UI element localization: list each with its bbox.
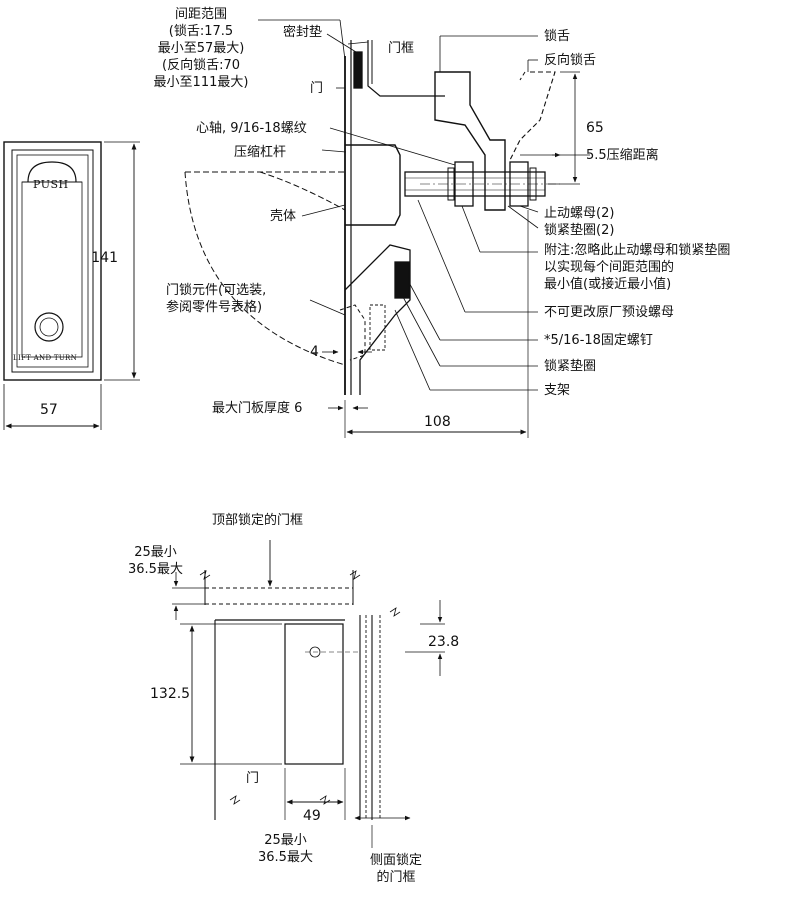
door-lock-element-label: 门锁元件(可选装, 参阅零件号表格) bbox=[166, 283, 267, 315]
note-label: 附注:忽略此止动螺母和锁紧垫圈 以实现每个间距范围的 最小值(或接近最小值) bbox=[544, 243, 731, 292]
dim-132-5-label: 132.5 bbox=[150, 686, 191, 702]
compression-distance-label: 5.5压缩距离 bbox=[586, 148, 659, 163]
height-dimension: 141 bbox=[91, 250, 118, 266]
grip-range-label: 间距范围 (锁舌:17.5 最小至57最大) (反向锁舌:70 最小至111最大… bbox=[153, 7, 249, 90]
door-frame-label: 门框 bbox=[388, 41, 415, 56]
housing bbox=[345, 144, 401, 226]
max-panel-thickness-label: 最大门板厚度 6 bbox=[212, 401, 303, 416]
top-frame-label: 顶部锁定的门框 bbox=[212, 513, 304, 528]
top-range-label: 25最小 36.5最大 bbox=[128, 545, 183, 577]
bracket bbox=[344, 244, 411, 395]
bottom-range-label: 25最小 36.5最大 bbox=[258, 833, 313, 865]
dim-65-label: 65 bbox=[586, 120, 604, 136]
seal-gasket bbox=[353, 51, 363, 89]
factory-nut-label: 不可更改原厂预设螺母 bbox=[544, 305, 675, 320]
stop-nut-label: 止动螺母(2) bbox=[544, 206, 615, 221]
width-dimension: 57 bbox=[40, 402, 58, 418]
panel-cutout bbox=[284, 623, 344, 765]
push-label: PUSH bbox=[33, 178, 69, 191]
side-frame-label: 侧面锁定 的门框 bbox=[370, 853, 423, 885]
top-frame-outline bbox=[204, 587, 354, 605]
cutout-view bbox=[172, 540, 445, 848]
housing-label: 壳体 bbox=[270, 209, 297, 224]
cutout-door-label: 门 bbox=[246, 771, 260, 786]
lock-washer-2-label: 锁紧垫圈(2) bbox=[544, 223, 615, 238]
reverse-latch-outline bbox=[509, 71, 556, 161]
dim-4-label: 4 bbox=[310, 344, 319, 360]
latch-label: 锁舌 bbox=[544, 29, 571, 44]
compression-lever-label: 压缩杠杆 bbox=[234, 145, 287, 160]
lift-and-turn-label: LIFT AND TURN bbox=[13, 354, 78, 362]
dim-23-8-label: 23.8 bbox=[428, 634, 460, 650]
bracket-label: 支架 bbox=[544, 383, 571, 398]
seal-label: 密封垫 bbox=[283, 25, 323, 40]
dim-108-label: 108 bbox=[424, 414, 451, 430]
key-lock-icon bbox=[34, 312, 64, 342]
latch-arm bbox=[434, 71, 506, 211]
door-label: 门 bbox=[310, 81, 324, 96]
spindle-label: 心轴, 9/16-18螺纹 bbox=[196, 121, 307, 136]
compression-lever-arc bbox=[184, 171, 346, 366]
side-view bbox=[184, 19, 590, 438]
front-view bbox=[3, 141, 140, 430]
front-plate-outline bbox=[3, 141, 102, 381]
fixed-screw-label: *5/16-18固定螺钉 bbox=[544, 333, 653, 348]
stop-nut bbox=[454, 161, 474, 207]
spindle bbox=[404, 171, 546, 197]
dim-49-label: 49 bbox=[303, 808, 321, 824]
reverse-latch-label: 反向锁舌 bbox=[544, 53, 597, 68]
lock-washer-label: 锁紧垫圈 bbox=[544, 359, 597, 374]
lock-washer bbox=[394, 261, 410, 299]
